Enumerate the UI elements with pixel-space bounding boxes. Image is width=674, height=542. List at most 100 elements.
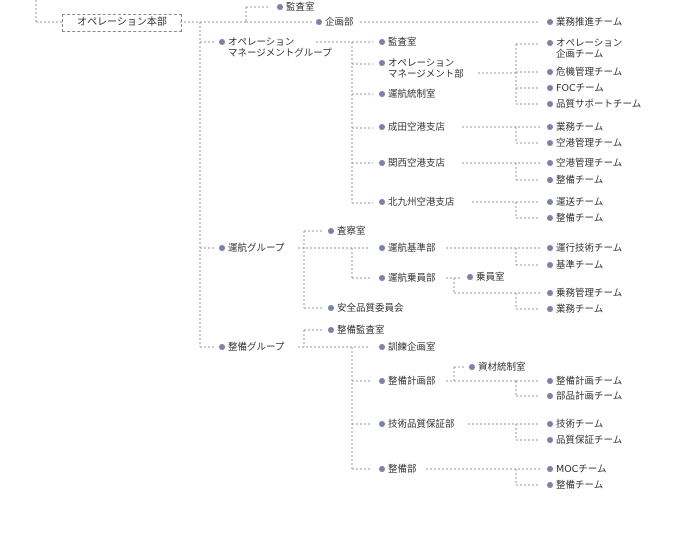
node-label: 運航乗員部 [388,273,436,284]
node-label: 運行技術チーム [556,243,623,254]
node-bullet [547,262,553,268]
node-label-line1: オペレーション [556,38,623,49]
node-label: 成田空港支店 [388,122,446,133]
node-bullet [469,364,475,370]
node-bullet [219,245,225,251]
node-label: 訓練企画室 [388,342,436,353]
node-bullet [547,245,553,251]
node-bullet [547,177,553,183]
kiki-team-node: 危機管理チーム [547,67,623,78]
node-bullet [379,199,385,205]
node-bullet [547,19,553,25]
unko-jomuin-dept-node: 運航乗員部 [379,273,436,284]
node-bullet [547,40,553,46]
seibi-group-node: 整備グループ [219,342,285,353]
node-label-line2: マネージメントグループ [228,48,332,59]
node-bullet [219,344,225,350]
node-bullet [547,466,553,472]
kansai-branch-node: 関西空港支店 [379,158,445,169]
node-bullet [328,228,334,234]
unko-tosei-node: 運航統制室 [379,89,436,100]
kitakyushu-seibi-team-node: 整備チーム [547,213,604,224]
seibi-keikaku-dept-node: 整備計画部 [379,376,436,387]
node-label: 監査室 [286,2,315,13]
node-label: 業務推進チーム [556,17,623,28]
node-label: 整備グループ [228,342,285,353]
node-label: 品質サポートチーム [556,99,642,110]
node-bullet [467,274,473,280]
node-bullet [547,101,553,107]
op-kikaku-team-node: オペレーション企画チーム [547,38,623,60]
node-label: 業務チーム [556,122,604,133]
node-bullet [547,378,553,384]
unko-kijun-dept-node: 運航基準部 [379,243,436,254]
node-bullet [379,160,385,166]
node-bullet [316,19,322,25]
node-label: 整備監査室 [337,325,385,336]
node-bullet [379,378,385,384]
node-bullet [547,306,553,312]
opm-group-node: オペレーションマネージメントグループ [219,37,332,59]
jomu-kanri-team-node: 乗務管理チーム [547,288,623,299]
node-bullet [379,39,385,45]
narita-branch-node: 成田空港支店 [379,122,446,133]
kitakyushu-unso-team-node: 運送チーム [547,197,604,208]
gijutsu-hinshitsu-dept-node: 技術品質保証部 [379,419,455,430]
node-label-line1: オペレーション [388,58,455,69]
anzen-iinkai-node: 安全品質委員会 [328,303,404,314]
node-label: 技術チーム [556,419,604,430]
seibi-keikaku-team-node: 整備計画チーム [547,376,622,387]
kijun-team-node: 基準チーム [547,260,603,271]
node-label: 査察室 [337,226,366,237]
node-bullet [379,344,385,350]
node-bullet [379,60,385,66]
node-label: 品質保証チーム [556,435,623,446]
node-label: 整備チーム [556,480,604,491]
node-label: 乗務管理チーム [556,288,623,299]
node-label: 整備チーム [556,175,604,186]
node-bullet [547,124,553,130]
node-bullet [379,421,385,427]
node-bullet [379,275,385,281]
node-label: 運送チーム [556,197,604,208]
kitakyushu-branch-node: 北九州空港支店 [379,197,455,208]
node-label: 空港管理チーム [556,138,623,149]
node-label: 整備チーム [556,213,604,224]
node-label: 空港管理チーム [556,158,623,169]
node-bullet [219,39,225,45]
unko-gijutsu-team-node: 運行技術チーム [547,243,623,254]
narita-gyomu-team-node: 業務チーム [547,122,604,133]
node-label: 業務チーム [556,304,604,315]
node-label: 整備部 [388,464,417,475]
node-bullet [547,85,553,91]
node-bullet [547,393,553,399]
node-label: 北九州空港支店 [388,197,455,208]
opm-kansa-node: 監査室 [379,37,417,48]
node-label: 安全品質委員会 [337,303,404,314]
shizai-tosei-node: 資材統制室 [469,362,526,373]
node-bullet [277,4,283,10]
moc-team-node: MOCチーム [547,464,607,475]
kansai-kuko-team-node: 空港管理チーム [547,158,623,169]
kansa-node: 監査室 [277,2,315,13]
node-label: 部品計画チーム [556,391,623,402]
seibi-team-node: 整備チーム [547,480,604,491]
kikaku-node: 企画部 [316,17,354,28]
jomuin-room-node: 乗員室 [467,272,505,283]
node-label: FOCチーム [556,83,604,94]
hinshitsu-hosho-team-node: 品質保証チーム [547,435,623,446]
opm-dept-node: オペレーションマネージメント部 [379,58,464,80]
node-label: 運航基準部 [388,243,436,254]
node-label: 企画部 [325,17,354,28]
kunren-kikaku-node: 訓練企画室 [379,342,436,353]
node-label: 危機管理チーム [556,67,623,78]
node-label: 監査室 [388,37,417,48]
node-bullet [547,215,553,221]
unko-group-node: 運航グループ [219,243,284,254]
kansai-seibi-team-node: 整備チーム [547,175,604,186]
node-label-line2: マネージメント部 [388,69,464,80]
satsu-node: 査察室 [328,226,366,237]
node-bullet [328,305,334,311]
node-bullet [547,69,553,75]
